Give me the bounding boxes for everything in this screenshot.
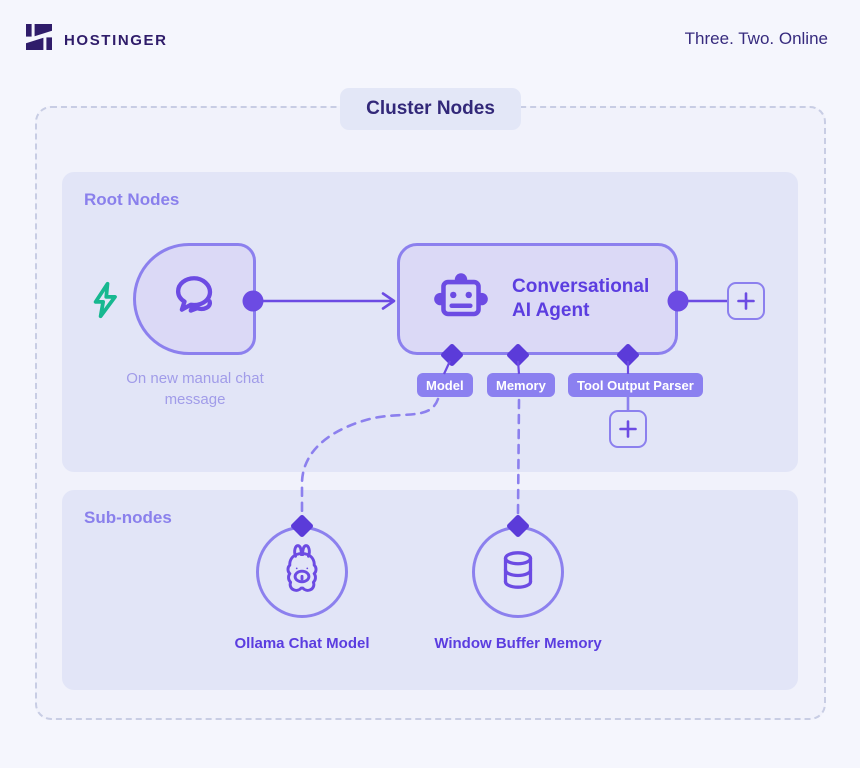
ollama-label: Ollama Chat Model: [234, 635, 370, 652]
sub-nodes-label: Sub-nodes: [84, 508, 172, 527]
agent-title: Conversational AI Agent: [512, 276, 650, 321]
hostinger-logo: HOSTINGER: [24, 22, 168, 57]
window-buffer-memory-node[interactable]: [472, 526, 564, 618]
brand-wordmark: HOSTINGER: [64, 32, 168, 49]
robot-icon: [428, 264, 494, 335]
badge-memory[interactable]: Memory: [487, 373, 555, 397]
conversational-ai-agent-node[interactable]: Conversational AI Agent: [397, 243, 678, 355]
llama-icon: [276, 543, 328, 602]
hostinger-logo-icon: [24, 22, 54, 57]
plus-icon: [617, 418, 639, 440]
cluster-title: Cluster Nodes: [340, 88, 521, 130]
sub-nodes-panel: Sub-nodes: [62, 490, 798, 690]
trigger-caption: On new manual chat message: [126, 370, 264, 409]
lightning-bolt-icon: [90, 280, 120, 325]
badge-model[interactable]: Model: [417, 373, 473, 397]
chat-bubbles-icon: [165, 267, 225, 332]
add-node-button-parser[interactable]: [609, 410, 647, 448]
plus-icon: [735, 290, 757, 312]
badge-tool-output-parser[interactable]: Tool Output Parser: [568, 373, 703, 397]
root-nodes-label: Root Nodes: [84, 190, 180, 209]
ollama-chat-model-node[interactable]: [256, 526, 348, 618]
chat-trigger-node[interactable]: [133, 243, 256, 355]
header: HOSTINGER Three. Two. Online: [24, 22, 828, 58]
database-icon: [493, 544, 543, 601]
tagline: Three. Two. Online: [684, 29, 828, 48]
window-buffer-memory-label: Window Buffer Memory: [434, 635, 602, 652]
add-node-button-right[interactable]: [727, 282, 765, 320]
